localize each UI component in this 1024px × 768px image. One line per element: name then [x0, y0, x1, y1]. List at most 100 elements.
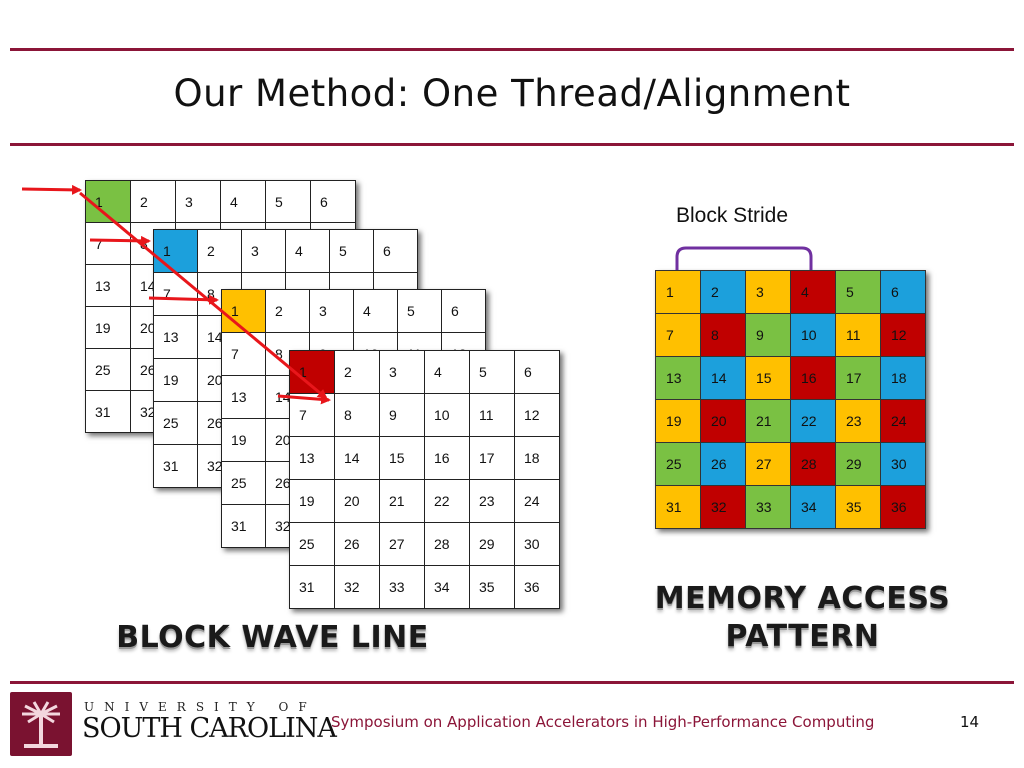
- logo-south-carolina: SOUTH CAROLINA: [82, 713, 337, 744]
- grid-cell: 5: [329, 229, 374, 273]
- arrow-layer-4: [277, 394, 331, 405]
- grid-cell: 26: [700, 442, 746, 486]
- grid-cell: 9: [745, 313, 791, 357]
- caption-block-wave-line: BLOCK WAVE LINE: [100, 620, 445, 655]
- arrow-layer-1: [21, 184, 82, 195]
- title-rule: [10, 143, 1014, 146]
- grid-cell: 35: [469, 565, 515, 609]
- grid-cell: 3: [241, 229, 286, 273]
- grid-cell: 21: [745, 399, 791, 443]
- grid-cell: 23: [835, 399, 881, 443]
- grid-cell: 28: [790, 442, 836, 486]
- grid-cell: 7: [655, 313, 701, 357]
- grid-cell: 34: [790, 485, 836, 529]
- grid-cell: 13: [655, 356, 701, 400]
- grid-cell: 30: [514, 522, 560, 566]
- palmetto-tree-icon: [22, 701, 60, 748]
- block-stride-label: Block Stride: [676, 204, 789, 227]
- grid-cell: 33: [379, 565, 425, 609]
- grid-cell: 8: [334, 393, 380, 437]
- grid-cell: 10: [790, 313, 836, 357]
- grid-cell: 25: [221, 461, 266, 505]
- arrow-layer-2: [89, 235, 151, 246]
- grid-cell: 19: [655, 399, 701, 443]
- caption-memory-access-line2: PATTERN: [725, 619, 880, 654]
- grid-cell: 3: [379, 350, 425, 394]
- grid-cell: 6: [373, 229, 418, 273]
- grid-cell: 2: [197, 229, 242, 273]
- caption-memory-access-line1: MEMORY ACCESS: [654, 581, 951, 616]
- grid-cell: 19: [153, 358, 198, 402]
- grid-cell: 5: [835, 270, 881, 314]
- grid-cell: 20: [334, 479, 380, 523]
- grid-cell: 15: [745, 356, 791, 400]
- caption-block-wave-line-text: BLOCK WAVE LINE: [116, 620, 429, 655]
- footer-rule: [10, 681, 1014, 684]
- grid-cell: 12: [880, 313, 926, 357]
- grid-cell: 31: [221, 504, 266, 548]
- grid-cell: 6: [514, 350, 560, 394]
- grid-cell: 6: [880, 270, 926, 314]
- page-number: 14: [960, 713, 980, 731]
- grid-cell: 24: [514, 479, 560, 523]
- grid-cell: 32: [700, 485, 746, 529]
- grid-cell: 32: [334, 565, 380, 609]
- grid-cell: 16: [790, 356, 836, 400]
- top-rule: [10, 48, 1014, 51]
- grid-cell: 31: [289, 565, 335, 609]
- grid-cell: 10: [424, 393, 470, 437]
- grid-cell: 24: [880, 399, 926, 443]
- grid-cell: 6: [310, 180, 356, 223]
- grid-cell: 5: [469, 350, 515, 394]
- grid-cell: 31: [85, 390, 131, 433]
- wave-line-arrow: [79, 191, 328, 400]
- university-seal-icon: [10, 692, 72, 756]
- grid-cell: 12: [514, 393, 560, 437]
- grid-cell: 36: [880, 485, 926, 529]
- grid-cell: 17: [835, 356, 881, 400]
- slide-title: Our Method: One Thread/Alignment: [173, 72, 851, 115]
- grid-cell: 31: [153, 444, 198, 488]
- grid-cell: 3: [175, 180, 221, 223]
- grid-cell: 13: [289, 436, 335, 480]
- grid-cell: 15: [379, 436, 425, 480]
- conference-name: Symposium on Application Accelerators in…: [331, 713, 875, 731]
- block-stride-bracket: [675, 246, 813, 270]
- grid-cell: 31: [655, 485, 701, 529]
- grid-cell: 26: [334, 522, 380, 566]
- grid-cell: 27: [745, 442, 791, 486]
- grid-cell: 16: [424, 436, 470, 480]
- caption-memory-access-pattern: MEMORY ACCESS PATTERN: [610, 580, 995, 656]
- logo-university-of: UNIVERSITY OF: [84, 700, 317, 714]
- grid-cell: 25: [289, 522, 335, 566]
- grid-cell: 28: [424, 522, 470, 566]
- grid-cell: 29: [835, 442, 881, 486]
- grid-cell: 13: [221, 375, 266, 419]
- grid-cell: 11: [835, 313, 881, 357]
- grid-cell: 19: [221, 418, 266, 462]
- grid-cell: 36: [514, 565, 560, 609]
- grid-cell: 19: [85, 306, 131, 349]
- grid-cell: 18: [514, 436, 560, 480]
- grid-cell: 35: [835, 485, 881, 529]
- grid-cell: 14: [700, 356, 746, 400]
- grid-cell: 23: [469, 479, 515, 523]
- grid-cell: 21: [379, 479, 425, 523]
- grid-cell: 4: [790, 270, 836, 314]
- grid-cell: 6: [441, 289, 486, 333]
- grid-cell: 32: [197, 444, 242, 488]
- grid-cell: 27: [379, 522, 425, 566]
